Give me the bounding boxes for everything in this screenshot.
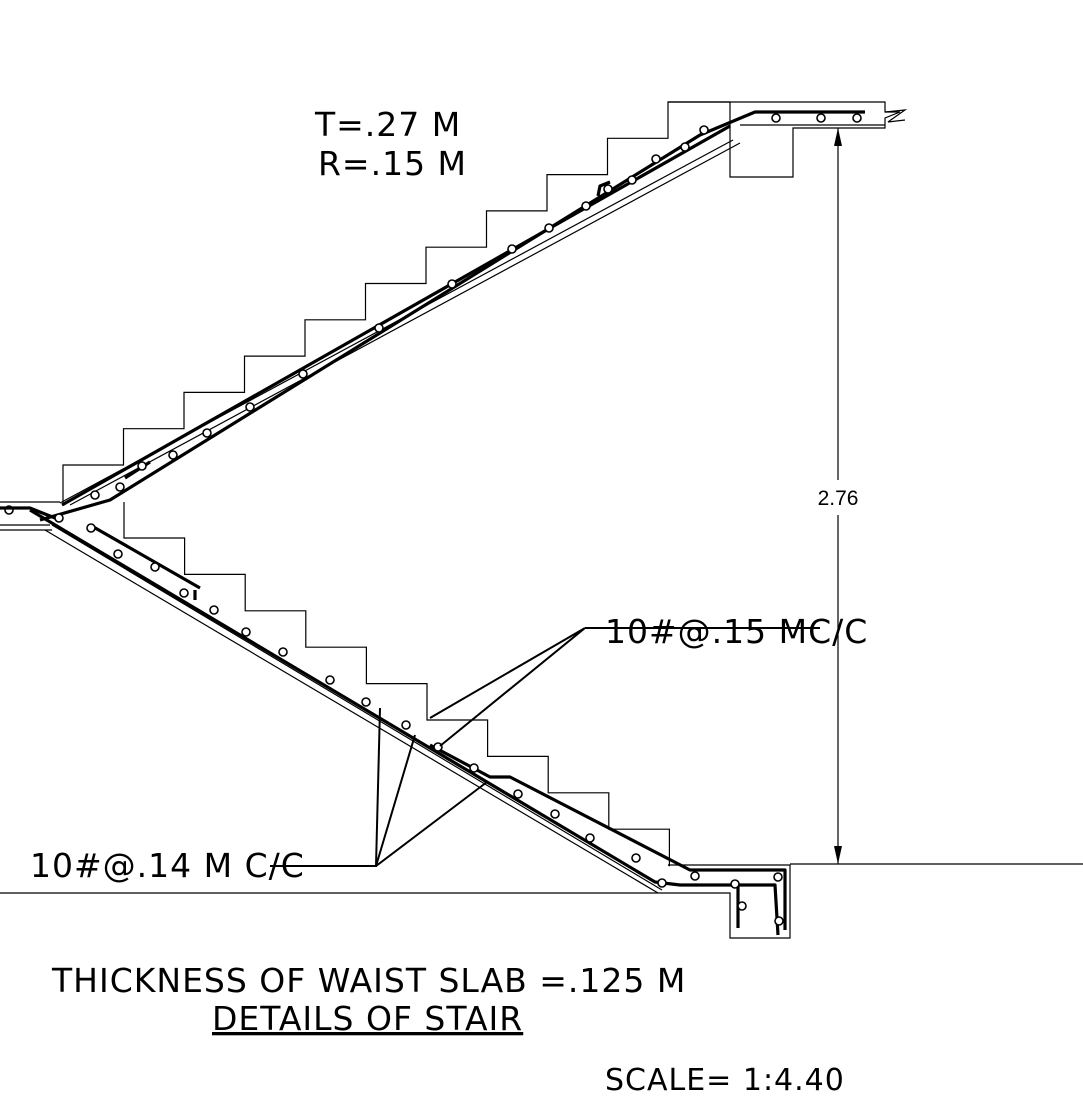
rebar-dot: [550, 809, 560, 819]
rebar-dot: [544, 223, 554, 233]
dimension-height-label: 2.76: [818, 487, 859, 510]
rebar-dot: [816, 113, 826, 123]
mid-landing: [0, 501, 61, 531]
leader-lines: [270, 627, 820, 867]
rebar-dot: [241, 627, 251, 637]
lower-flight-soffit-inner: [44, 529, 659, 894]
lower-flight-soffit: [51, 524, 663, 891]
rebar-dot: [90, 490, 100, 500]
rebar-dot: [585, 833, 595, 843]
upper-flight-hook-b: [596, 180, 611, 197]
lower-flight: [29, 502, 791, 939]
rebar-dot: [603, 184, 613, 194]
rebar-dot: [86, 523, 96, 533]
rebar-dot: [627, 175, 637, 185]
rebar-dot: [507, 244, 517, 254]
rebar-dot: [202, 428, 212, 438]
bottom-beam-outline: [662, 864, 791, 939]
lower-flight-bar-dots: [54, 513, 784, 926]
rebar-dot: [374, 323, 384, 333]
rebar-dot: [581, 201, 591, 211]
upper-flight-bottom-bar: [61, 124, 731, 507]
mid-landing-bar: [0, 506, 61, 522]
lower-flight-cranked-bar: [429, 743, 787, 930]
mid-landing-lines: [0, 501, 60, 531]
leader-upper-callout: [429, 627, 820, 747]
rebar-dot: [298, 369, 308, 379]
lower-flight-bottom-bar: [29, 508, 780, 936]
height-dimension: 2.76: [818, 128, 859, 864]
upper-flight-top-bar: [39, 110, 865, 522]
rebar-dot: [657, 878, 667, 888]
top-landing-outline: [668, 101, 901, 178]
upper-flight-steps: [62, 101, 731, 503]
rebar-dot: [325, 675, 335, 685]
rebar-dot: [401, 720, 411, 730]
leader-lower-callout: [270, 707, 488, 867]
dimension-arrow-top: [834, 128, 842, 146]
rebar-dot: [245, 402, 255, 412]
rebar-dot: [699, 125, 709, 135]
rebar-dot: [771, 113, 781, 123]
rebar-dot: [54, 513, 64, 523]
scale-note: SCALE= 1:4.40: [605, 1063, 845, 1098]
rebar-dot: [209, 605, 219, 615]
bar-upper-callout: 10#@.15 MC/C: [605, 612, 868, 651]
drawing-title: DETAILS OF STAIR: [212, 999, 523, 1038]
upper-flight-bar-dots: [4, 113, 862, 515]
rebar-dot: [631, 853, 641, 863]
rebar-dot: [680, 142, 690, 152]
rebar-dot: [168, 450, 178, 460]
rebar-dot: [513, 789, 523, 799]
rebar-dot: [113, 549, 123, 559]
rebar-dot: [115, 482, 125, 492]
bar-lower-callout: 10#@.14 M C/C: [30, 846, 305, 885]
riser-label: R=.15 M: [318, 144, 467, 183]
rebar-dot: [774, 916, 784, 926]
tread-label: T=.27 M: [314, 105, 461, 144]
lower-flight-steps: [123, 502, 670, 867]
top-landing: [668, 101, 908, 178]
waist-slab-note: THICKNESS OF WAIST SLAB =.125 M: [51, 961, 686, 1000]
rebar-dot: [179, 588, 189, 598]
lower-flight-top-bar: [89, 523, 201, 600]
rebar-dot: [737, 901, 747, 911]
rebar-dot: [361, 697, 371, 707]
rebar-dot: [150, 562, 160, 572]
upper-flight-soffit-inner: [69, 142, 741, 506]
rebar-dot: [447, 279, 457, 289]
rebar-dot: [278, 647, 288, 657]
rebar-dot: [690, 871, 700, 881]
dimension-arrow-bottom: [834, 846, 842, 864]
top-landing-break: [884, 109, 908, 123]
rebar-dot: [852, 113, 862, 123]
rebar-dot: [137, 461, 147, 471]
rebar-dot: [730, 879, 740, 889]
rebar-dot: [469, 763, 479, 773]
upper-flight: [4, 101, 865, 522]
rebar-dot: [773, 872, 783, 882]
rebar-dot: [651, 154, 661, 164]
